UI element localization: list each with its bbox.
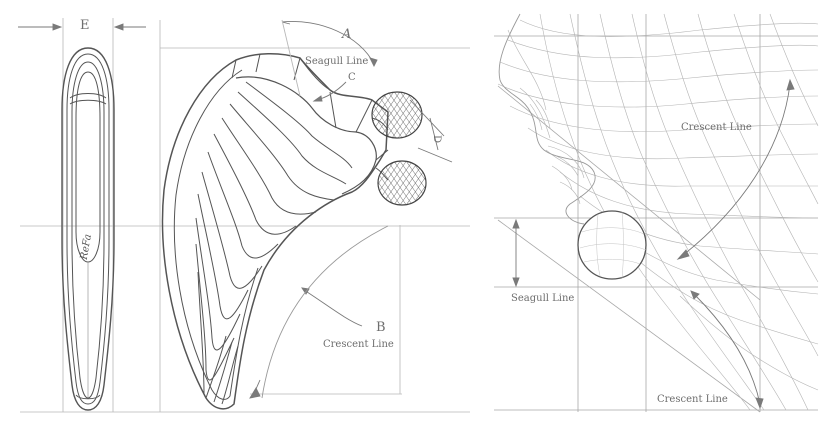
seagull-line-label-right: Seagull Line [511, 293, 575, 304]
crescent-line-label-left: Crescent Line [323, 339, 394, 350]
dimension-b-label: B [376, 320, 386, 335]
face-mesh [497, 13, 819, 411]
roller-upper [371, 91, 423, 139]
dimension-e-arrows [18, 23, 146, 31]
left-panel-guides [20, 18, 470, 413]
right-panel-arrows [512, 78, 795, 410]
crescent-line-label-bottom: Crescent Line [657, 394, 728, 405]
dimension-e-label: E [80, 18, 90, 33]
dimension-d-label: D [431, 134, 443, 144]
dimension-c-leader [312, 81, 347, 102]
crescent-line-label-top: Crescent Line [681, 122, 752, 133]
right-panel-frame [494, 14, 818, 413]
dimension-a-arc [281, 19, 378, 97]
device-side-view [161, 52, 389, 410]
dimension-d-arrows [409, 99, 453, 163]
dimension-a-label: A [342, 27, 352, 42]
seagull-line-label-left: Seagull Line [305, 56, 369, 67]
device-front-view [61, 47, 115, 411]
dimension-b-leader [249, 225, 389, 399]
roller-lower [377, 160, 427, 206]
dimension-c-label: C [348, 72, 356, 83]
face-roller-circle [577, 210, 647, 280]
